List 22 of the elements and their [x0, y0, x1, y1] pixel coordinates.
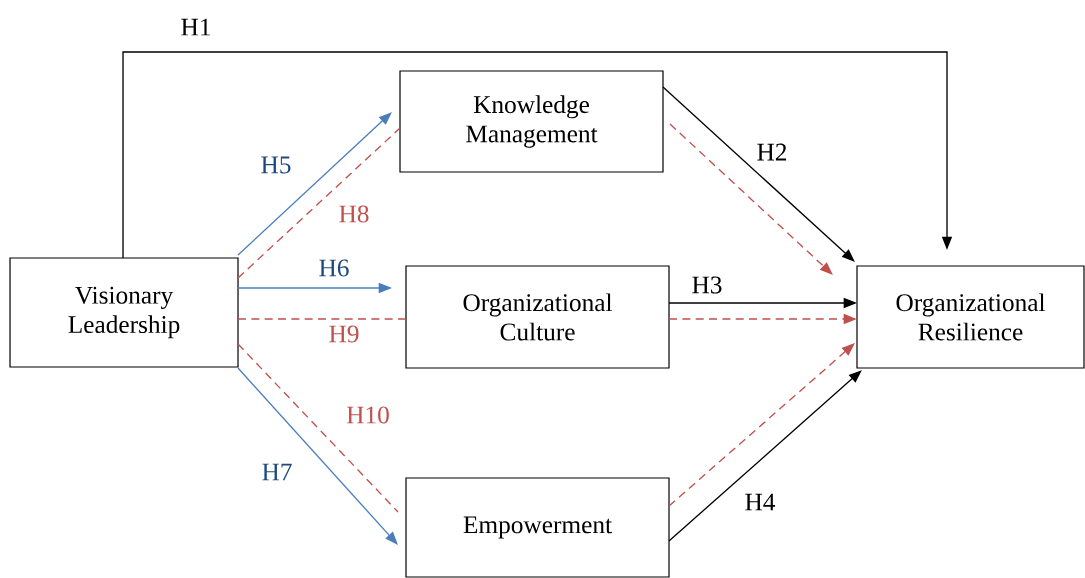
variable-box: Knowledge Management [399, 70, 664, 173]
variable-box: Empowerment [405, 477, 670, 578]
edge-label: H2 [757, 143, 787, 161]
arrow [237, 367, 398, 545]
edge-label: H3 [692, 276, 722, 294]
edge-label: H8 [339, 205, 369, 223]
edge-label: H9 [329, 325, 359, 343]
edge-label: H1 [181, 18, 210, 36]
edge-label: H5 [261, 156, 291, 174]
edge-label: H10 [346, 406, 389, 424]
variable-box: Organizational Culture [405, 265, 670, 369]
arrow [668, 370, 862, 542]
edge-label: H7 [262, 463, 292, 481]
variable-box: Organizational Resilience [856, 265, 1085, 369]
arrow [669, 123, 833, 275]
edge-label: H6 [319, 259, 349, 277]
arrow [662, 86, 855, 262]
arrow [122, 51, 953, 259]
edge-label: H4 [745, 493, 776, 511]
arrow [237, 112, 392, 256]
variable-box: Visionary Leadership [9, 257, 239, 368]
arrow [668, 343, 855, 507]
